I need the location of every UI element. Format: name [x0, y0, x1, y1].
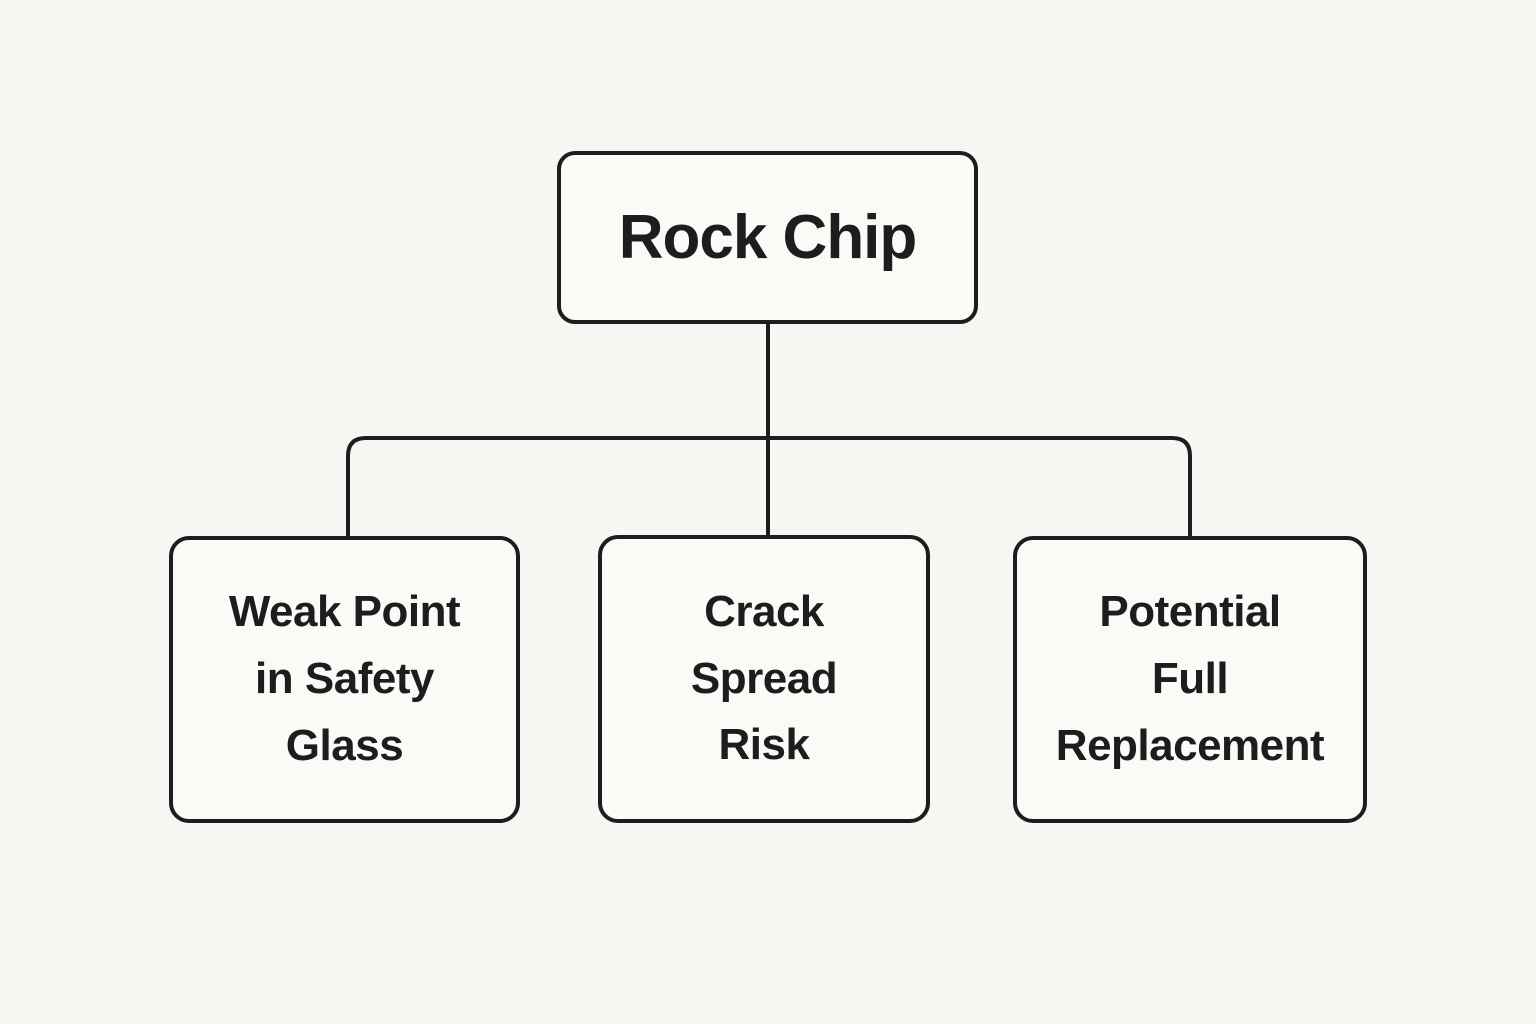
node-rock-chip-label: Rock Chip	[618, 203, 918, 272]
node-potential-full-replacement: Potential Full Replacement	[1013, 536, 1367, 823]
node-crack-spread-risk-label: Crack Spread Risk	[690, 586, 838, 770]
node-weak-point-in-safety-glass: Weak Point in Safety Glass	[169, 536, 520, 823]
node-weak-point-label: Weak Point in Safety Glass	[228, 587, 461, 770]
node-crack-spread-risk: Crack Spread Risk	[598, 535, 930, 823]
node-potential-full-replacement-label: Potential Full Replacement	[1055, 587, 1325, 770]
node-rock-chip: Rock Chip	[557, 151, 978, 324]
connector-bracket	[346, 436, 1192, 540]
